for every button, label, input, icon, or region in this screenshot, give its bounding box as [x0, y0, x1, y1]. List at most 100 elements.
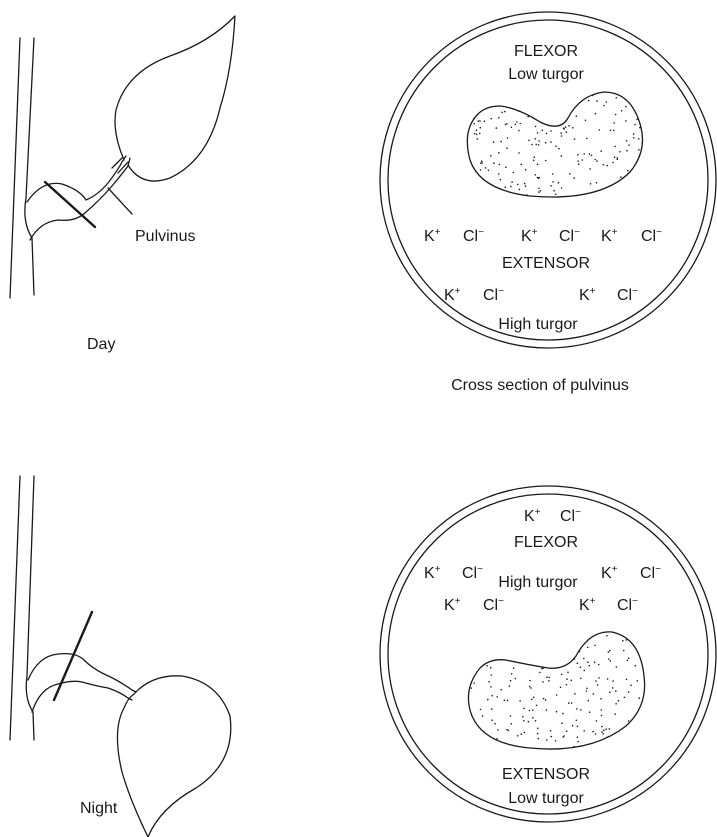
stipple-dot [481, 162, 483, 164]
stipple-dot [617, 157, 619, 159]
stipple-dot [609, 650, 611, 652]
night-label: Night [80, 800, 118, 817]
stipple-dot [625, 120, 627, 122]
stipple-dot [586, 690, 588, 692]
night-vascular-bundle [468, 632, 644, 749]
night-ion-cl-4: Cl− [483, 596, 504, 614]
night-stem-left-edge [10, 476, 20, 740]
stipple-dot [535, 720, 537, 722]
stipple-dot [510, 715, 512, 717]
stipple-dot [480, 709, 482, 711]
stipple-dot [494, 723, 496, 725]
stipple-dot [630, 684, 632, 686]
night-extensor-title: EXTENSOR [502, 766, 590, 783]
stipple-dot [519, 700, 521, 702]
stipple-dot [566, 684, 568, 686]
stipple-dot [500, 141, 502, 143]
stipple-dot [530, 687, 532, 689]
stipple-dot [518, 130, 520, 132]
stipple-dot [507, 137, 509, 139]
stipple-dot [633, 133, 635, 135]
stipple-dot [596, 182, 598, 184]
stipple-dot [491, 674, 493, 676]
night-plant: Night [10, 476, 231, 837]
stipple-dot [601, 709, 603, 711]
stipple-dot [533, 160, 535, 162]
stipple-dot [550, 130, 552, 132]
stipple-dot [595, 680, 597, 682]
stipple-dot [595, 113, 597, 115]
stipple-dot [594, 662, 596, 664]
stipple-dot [583, 658, 585, 660]
stipple-dot [527, 116, 529, 118]
night-ion-cl-3: Cl− [640, 564, 661, 582]
stipple-dot [592, 95, 594, 97]
stipple-dot [555, 194, 557, 196]
stipple-dot [606, 635, 608, 637]
stipple-dot [545, 142, 547, 144]
stipple-dot [610, 129, 612, 131]
day-ion-k-2: K+ [521, 227, 538, 245]
stipple-dot [577, 160, 579, 162]
day-plant: Pulvinus Day [10, 16, 235, 353]
stipple-dot [531, 144, 533, 146]
stipple-dot [546, 739, 548, 741]
stipple-dot [535, 138, 537, 140]
day-label: Day [87, 336, 115, 353]
stipple-dot [510, 186, 512, 188]
stipple-dot [626, 150, 628, 152]
stipple-dot [476, 134, 478, 136]
stipple-dot [546, 133, 548, 135]
stipple-dot [638, 149, 640, 151]
stipple-dot [490, 155, 492, 157]
stipple-dot [513, 172, 515, 174]
stipple-dot [600, 150, 602, 152]
stipple-dot [534, 156, 536, 158]
stipple-dot [628, 691, 630, 693]
day-pulvinus-leader [108, 188, 132, 214]
stipple-dot [566, 730, 568, 732]
stipple-dot [574, 658, 576, 660]
stipple-dot [550, 730, 552, 732]
stipple-dot [517, 735, 519, 737]
stipple-dot [622, 640, 624, 642]
day-ion-cl-1: Cl− [463, 227, 484, 245]
day-ion-cl-4: Cl− [483, 286, 504, 304]
stipple-dot [578, 163, 580, 165]
stipple-dot [612, 680, 614, 682]
stipple-dot [617, 159, 619, 161]
stipple-dot [491, 708, 493, 710]
stipple-dot [501, 689, 503, 691]
stipple-dot [538, 140, 540, 142]
stipple-dot [609, 728, 611, 730]
stipple-dot [594, 159, 596, 161]
stipple-dot [574, 693, 576, 695]
stipple-dot [574, 138, 576, 140]
stipple-dot [614, 713, 616, 715]
stipple-dot [555, 146, 557, 148]
stipple-dot [619, 151, 621, 153]
stipple-dot [595, 733, 597, 735]
stipple-dot [515, 124, 517, 126]
stipple-dot [501, 112, 503, 114]
stipple-dot [627, 170, 629, 172]
stipple-dot [596, 720, 598, 722]
stipple-dot [491, 695, 493, 697]
stipple-dot [535, 144, 537, 146]
stipple-dot [553, 190, 555, 192]
stipple-dot [532, 709, 534, 711]
stipple-dot [556, 694, 558, 696]
stipple-dot [518, 152, 520, 154]
day-section-outer-circle [380, 12, 716, 348]
stipple-dot [615, 703, 617, 705]
night-ion-k-1: K+ [524, 507, 541, 525]
stipple-dot [590, 183, 592, 185]
stipple-dot [498, 173, 500, 175]
stipple-dot [473, 682, 475, 684]
stipple-dot [625, 106, 627, 108]
stipple-dot [615, 114, 617, 116]
stipple-dot [567, 672, 569, 674]
night-pulvinus-swelling-lower [32, 681, 132, 712]
stipple-dot [628, 720, 630, 722]
stipple-dot [550, 185, 552, 187]
